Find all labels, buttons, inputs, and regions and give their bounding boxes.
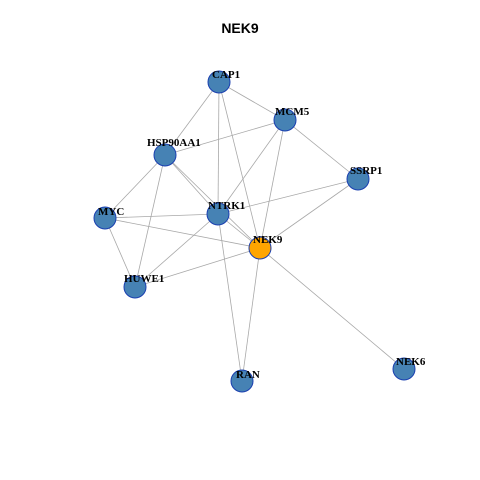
edge-myc-nek9 — [104, 217, 261, 249]
node-huwe1[interactable]: HUWE1 — [123, 273, 164, 299]
edge-myc-ntrk1 — [104, 213, 219, 219]
node-label-mcm5: MCM5 — [275, 106, 310, 118]
node-circle-myc[interactable] — [93, 206, 117, 230]
node-circle-ran[interactable] — [230, 369, 254, 393]
edge-cap1-ntrk1 — [217, 81, 220, 215]
node-label-huwe1: HUWE1 — [124, 273, 164, 285]
edge-cap1-nek9 — [218, 81, 261, 249]
edge-hsp90aa1-huwe1 — [134, 154, 166, 288]
node-nek9[interactable]: NEK9 — [248, 234, 283, 260]
node-ssrp1[interactable]: SSRP1 — [346, 165, 382, 191]
edge-nek9-huwe1 — [134, 247, 261, 288]
node-circle-nek9[interactable] — [248, 236, 272, 260]
node-label-ran: RAN — [236, 369, 260, 381]
node-circle-nek6[interactable] — [392, 357, 416, 381]
node-label-myc: MYC — [98, 206, 124, 218]
node-ntrk1[interactable]: NTRK1 — [206, 200, 245, 226]
edge-nek9-ran — [241, 247, 261, 382]
node-circle-huwe1[interactable] — [123, 275, 147, 299]
node-ran[interactable]: RAN — [230, 369, 260, 393]
edge-ntrk1-huwe1 — [134, 213, 219, 288]
edge-cap1-mcm5 — [218, 81, 286, 121]
edge-hsp90aa1-nek9 — [164, 154, 261, 249]
node-label-ntrk1: NTRK1 — [208, 200, 245, 212]
node-label-cap1: CAP1 — [212, 69, 240, 81]
node-circle-ssrp1[interactable] — [346, 167, 370, 191]
edge-mcm5-nek9 — [259, 119, 286, 249]
edge-ssrp1-nek9 — [259, 178, 359, 249]
node-hsp90aa1[interactable]: HSP90AA1 — [147, 137, 201, 167]
node-nek6[interactable]: NEK6 — [392, 356, 426, 381]
edge-nek9-nek6 — [259, 247, 405, 370]
edge-ssrp1-ntrk1 — [217, 178, 359, 215]
node-mcm5[interactable]: MCM5 — [273, 106, 310, 132]
edge-myc-huwe1 — [104, 217, 136, 288]
node-label-hsp90aa1: HSP90AA1 — [147, 137, 201, 149]
edge-cap1-hsp90aa1 — [164, 81, 220, 156]
edge-hsp90aa1-ntrk1 — [164, 154, 219, 215]
node-cap1[interactable]: CAP1 — [207, 69, 240, 94]
node-circle-mcm5[interactable] — [273, 108, 297, 132]
node-label-ssrp1: SSRP1 — [350, 165, 382, 177]
node-circle-cap1[interactable] — [207, 70, 231, 94]
edge-hsp90aa1-myc — [104, 154, 166, 219]
node-circle-ntrk1[interactable] — [206, 202, 230, 226]
node-myc[interactable]: MYC — [93, 206, 124, 230]
graph-title: NEK9 — [221, 20, 259, 36]
node-label-nek9: NEK9 — [253, 234, 283, 246]
edge-mcm5-ssrp1 — [284, 119, 359, 180]
node-circle-hsp90aa1[interactable] — [153, 143, 177, 167]
edge-layer — [104, 81, 405, 382]
edge-mcm5-hsp90aa1 — [164, 119, 286, 156]
node-label-nek6: NEK6 — [396, 356, 426, 368]
edge-ntrk1-ran — [217, 213, 243, 382]
edge-mcm5-ntrk1 — [217, 119, 286, 215]
